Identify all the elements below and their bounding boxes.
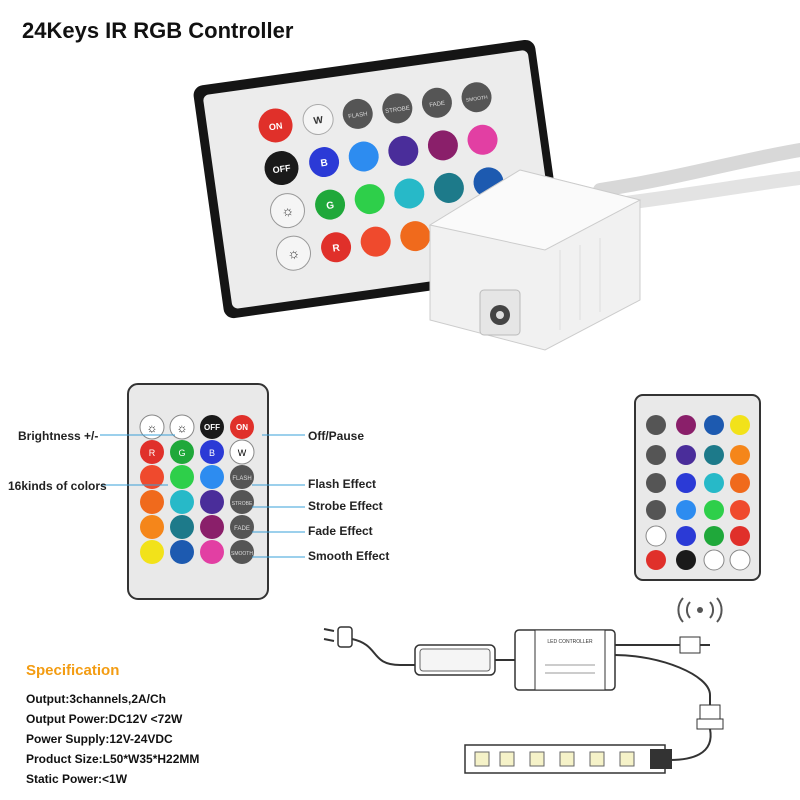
brightness-up-icon: ☼ [280,202,295,220]
remote2-on-label: ON [236,423,248,432]
wiring-diagram: LED CONTROLLER [323,626,724,774]
product-photo: ON OFF ☼ ☼ W FLASH STROBE FADE SMOOTH B … [193,39,800,351]
spec-output: Output:3channels,2A/Ch [26,692,167,706]
remote2-flash-label: FLASH [232,476,251,482]
power-plug-icon [323,626,353,648]
controller-label: LED CONTROLLER [547,639,593,645]
callout-brightness: Brightness +/- [18,429,99,443]
remote-rotated [634,394,761,581]
key-off-label: OFF [272,163,292,175]
spec-static-power: Static Power:<1W [26,772,128,786]
key-fade-label: FADE [429,101,445,109]
key-smooth-label: SMOOTH [466,95,489,104]
callout-colors: 16kinds of colors [8,479,107,493]
remote2-smooth-label: SMOOTH [231,551,253,557]
remote2-b-label: B [209,448,215,458]
led-controller: LED CONTROLLER [514,629,616,691]
remote-labeled: ☼ ☼ OFF ON R G B W FLASH STROBE FADE SMO… [127,383,269,600]
callout-smooth: Smooth Effect [308,549,390,563]
ir-signal-icon [677,597,723,623]
callout-strobe: Strobe Effect [308,499,383,513]
key-b-label: B [320,158,329,170]
callout-flash: Flash Effect [308,477,377,491]
key-w-label: W [313,115,324,127]
remote2-r-label: R [149,448,156,458]
spec-product-size: Product Size:L50*W35*H22MM [26,752,200,766]
spec-output-power: Output Power:DC12V <72W [26,712,183,726]
svg-text:☼: ☼ [147,421,158,435]
remote2-w-label: W [238,448,247,458]
callout-fade: Fade Effect [308,524,373,538]
spec-power-supply: Power Supply:12V-24VDC [26,732,173,746]
key-on-label: ON [268,121,283,133]
remote2-off-label: OFF [204,423,220,432]
key-strobe-label: STROBE [385,106,410,115]
callout-lines [100,434,305,558]
key-g-label: G [326,200,335,212]
remote2-fade-label: FADE [234,526,250,532]
key-flash-label: FLASH [348,112,368,121]
remote2-strobe-label: STROBE [232,501,253,507]
power-adapter [414,644,496,676]
remote2-g-label: G [178,448,185,458]
brightness-down-icon: ☼ [286,244,301,262]
svg-text:☼: ☼ [177,421,188,435]
spec-heading: Specification [26,662,120,679]
controller-box [428,169,642,351]
page-title: 24Keys IR RGB Controller [22,18,294,43]
key-r-label: R [332,243,341,255]
led-strip [464,744,672,774]
callout-off-pause: Off/Pause [308,429,365,443]
